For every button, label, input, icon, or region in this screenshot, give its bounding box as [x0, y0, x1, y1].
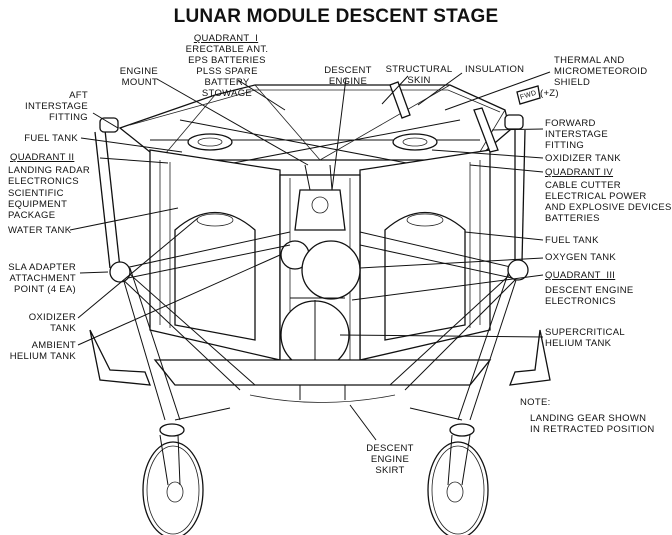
label-water-tank: WATER TANK: [8, 225, 72, 236]
label-quadrant-2: QUADRANT II: [10, 152, 75, 163]
label-quadrant-1: QUADRANT I: [193, 33, 259, 44]
label-insulation: INSULATION: [465, 64, 525, 75]
label-plus-z: (+Z): [540, 88, 559, 99]
label-quadrant-3: QUADRANT III: [545, 270, 616, 281]
label-forward-interstage-fitting: FORWARD INTERSTAGE FITTING: [545, 118, 608, 151]
interstage-fittings: [99, 81, 524, 153]
label-fuel-tank-right: FUEL TANK: [545, 235, 599, 246]
fwd-direction-marker: [516, 85, 541, 105]
label-supercritical-helium: SUPERCRITICAL HELIUM TANK: [545, 327, 625, 349]
label-quadrant-2-items: LANDING RADAR ELECTRONICS: [8, 165, 91, 187]
label-oxidizer-tank-right: OXIDIZER TANK: [545, 153, 621, 164]
diagram-title: LUNAR MODULE DESCENT STAGE: [173, 6, 499, 27]
right-landing-gear: [359, 129, 529, 535]
label-structural-skin: STRUCTURAL SKIN: [385, 64, 453, 86]
label-aft-interstage-fitting: AFT INTERSTAGE FITTING: [25, 90, 88, 123]
tank-tops: [187, 133, 438, 151]
retracted-pads: [89, 329, 551, 386]
label-thermal-shield: THERMAL AND MICROMETEOROID SHIELD: [554, 55, 648, 88]
label-oxidizer-tank-left: OXIDIZER TANK: [28, 312, 76, 334]
label-quadrant-4-items: CABLE CUTTER ELECTRICAL POWER AND EXPLOS…: [545, 180, 672, 224]
label-descent-engine: DESCENT ENGINE: [324, 65, 372, 87]
descent-engine: [294, 164, 346, 231]
note-heading: NOTE:: [520, 397, 551, 408]
label-sla-adapter: SLA ADAPTER ATTACHMENT POINT (4 EA): [8, 262, 76, 295]
label-engine-mount: ENGINE MOUNT: [119, 66, 158, 88]
label-quadrant-3-items: DESCENT ENGINE ELECTRONICS: [545, 285, 634, 307]
label-scientific-package: SCIENTIFIC EQUIPMENT PACKAGE: [8, 188, 68, 221]
center-tanks: [280, 240, 361, 372]
note-text: LANDING GEAR SHOWN IN RETRACTED POSITION: [530, 413, 655, 435]
label-quadrant-1-items: ERECTABLE ANT. EPS BATTERIES PLSS SPARE …: [185, 44, 269, 99]
label-descent-engine-skirt: DESCENT ENGINE SKIRT: [366, 443, 414, 476]
leader-lines: [69, 71, 551, 441]
left-landing-gear: [94, 129, 291, 535]
lower-deck: [153, 359, 492, 403]
label-fuel-tank-left: FUEL TANK: [24, 133, 78, 144]
label-quadrant-4: QUADRANT IV: [545, 167, 614, 178]
label-oxygen-tank: OXYGEN TANK: [545, 252, 617, 263]
label-ambient-helium: AMBIENT HELIUM TANK: [9, 340, 76, 362]
